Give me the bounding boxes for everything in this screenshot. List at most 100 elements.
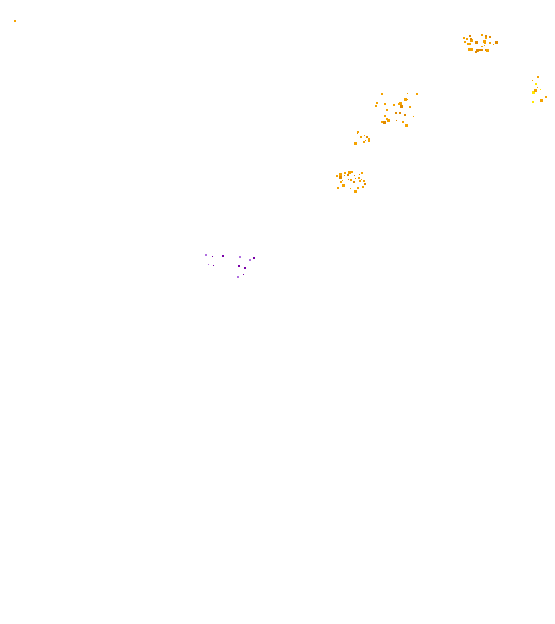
- speck: [463, 36, 466, 39]
- speck: [353, 141, 357, 145]
- speck: [539, 89, 541, 91]
- speck: [415, 93, 418, 96]
- speck: [380, 120, 383, 123]
- speck: [248, 259, 251, 262]
- speck: [482, 45, 484, 47]
- speck: [341, 183, 345, 187]
- speck: [469, 42, 472, 45]
- speck: [211, 255, 213, 257]
- speck: [349, 179, 352, 182]
- speck: [354, 175, 356, 177]
- speck: [474, 40, 476, 42]
- speck: [387, 119, 391, 123]
- speck: [488, 35, 491, 38]
- speck: [385, 118, 388, 121]
- speck: [481, 33, 484, 36]
- speck: [382, 121, 386, 125]
- speck: [383, 103, 386, 106]
- speck: [221, 254, 224, 257]
- speck: [344, 171, 347, 174]
- speck: [238, 265, 241, 268]
- speck: [394, 112, 397, 115]
- speck: [239, 256, 242, 259]
- speck: [357, 131, 360, 134]
- speck: [466, 43, 469, 46]
- speck: [375, 102, 378, 105]
- speck: [208, 264, 210, 266]
- speck: [381, 93, 384, 96]
- speck: [339, 173, 343, 177]
- speck: [357, 187, 360, 190]
- speck: [495, 41, 499, 45]
- speck: [350, 170, 353, 173]
- speck: [358, 179, 361, 182]
- speck: [406, 92, 408, 94]
- speck: [485, 48, 489, 52]
- speck: [545, 95, 548, 98]
- speck: [362, 179, 365, 182]
- speck: [14, 19, 17, 22]
- speck: [364, 139, 366, 141]
- speck: [532, 91, 536, 95]
- speck: [408, 105, 411, 108]
- speck: [352, 181, 355, 184]
- speck: [400, 104, 404, 108]
- speck: [470, 39, 474, 43]
- speck: [476, 42, 479, 45]
- speck: [343, 175, 345, 177]
- speck: [484, 40, 487, 43]
- speck: [470, 37, 473, 40]
- speck: [537, 86, 539, 88]
- speck: [403, 98, 407, 102]
- speck: [212, 265, 214, 267]
- speck: [342, 179, 344, 181]
- speck: [374, 104, 377, 107]
- speck: [364, 135, 366, 137]
- speck: [464, 41, 466, 44]
- speck: [475, 40, 479, 44]
- speck: [346, 174, 349, 177]
- speck: [398, 102, 402, 105]
- speck: [355, 178, 357, 180]
- speck: [531, 100, 534, 103]
- speck: [471, 49, 473, 51]
- speck: [536, 76, 539, 79]
- speck: [365, 135, 368, 138]
- speck: [242, 273, 244, 275]
- speck: [413, 115, 415, 117]
- speck: [236, 276, 239, 279]
- speck: [360, 136, 363, 139]
- speck: [356, 133, 358, 135]
- speck: [479, 48, 482, 51]
- speck: [338, 175, 342, 179]
- speck: [465, 38, 468, 41]
- speck: [467, 47, 471, 51]
- speck: [477, 51, 479, 53]
- speck: [336, 175, 339, 178]
- speck: [475, 50, 478, 53]
- speck: [480, 45, 482, 47]
- speck: [534, 89, 538, 93]
- speck: [340, 180, 342, 183]
- speck: [358, 177, 361, 180]
- speck: [475, 49, 479, 53]
- speck: [399, 112, 402, 115]
- speck: [402, 120, 405, 123]
- speck: [404, 123, 408, 127]
- speck: [484, 34, 487, 37]
- speck: [361, 179, 363, 181]
- speck: [367, 139, 370, 142]
- speck: [484, 45, 486, 47]
- speck: [469, 34, 472, 37]
- speck: [485, 37, 488, 40]
- speck: [396, 120, 398, 122]
- speck: [244, 267, 247, 270]
- speck: [367, 138, 370, 141]
- speck: [540, 99, 544, 103]
- speck: [205, 254, 208, 257]
- speck: [481, 49, 484, 52]
- speck: [348, 171, 352, 175]
- speck: [336, 186, 339, 189]
- speck: [403, 113, 406, 116]
